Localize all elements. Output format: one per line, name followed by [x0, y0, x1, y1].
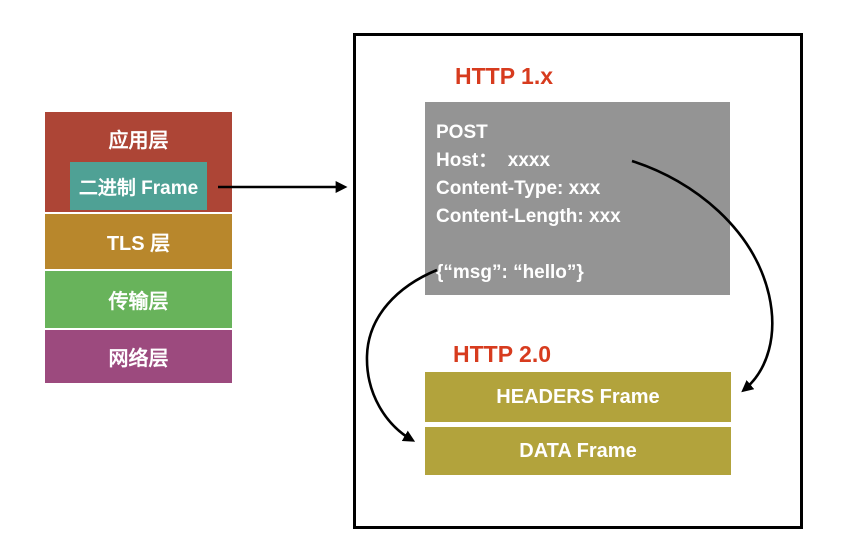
http2-title: HTTP 2.0: [453, 341, 551, 367]
headers-frame-box: HEADERS Frame: [425, 372, 731, 422]
http-comparison-panel: HTTP 1.x POST Host： xxxx Content-Type: x…: [353, 33, 803, 529]
http1-request-box: POST Host： xxxx Content-Type: xxx Conten…: [425, 102, 730, 295]
layer-tls: TLS 层: [45, 214, 232, 269]
layer-binary-frame: 二进制 Frame: [70, 162, 207, 210]
http1-line-blank: [436, 231, 730, 259]
headers-frame-label: HEADERS Frame: [496, 385, 660, 408]
layer-application: 应用层 二进制 Frame: [45, 112, 232, 212]
http1-line-body: {“msg”: “hello”}: [436, 262, 584, 283]
layer-network-label: 网络层: [108, 348, 169, 370]
layer-transport-label: 传输层: [108, 291, 169, 313]
http1-title: HTTP 1.x: [455, 63, 553, 89]
layer-network: 网络层: [45, 330, 232, 383]
http1-line-method: POST: [436, 122, 488, 143]
http1-line-content-type: Content-Type: xxx: [436, 178, 601, 199]
layer-tls-label: TLS 层: [106, 233, 171, 255]
data-frame-box: DATA Frame: [425, 427, 731, 475]
protocol-stack: 应用层 二进制 Frame TLS 层 传输层 网络层: [45, 112, 232, 383]
layer-application-label: 应用层: [108, 130, 169, 152]
data-frame-label: DATA Frame: [519, 439, 637, 462]
layer-transport: 传输层: [45, 271, 232, 328]
http1-line-host: Host： xxxx: [436, 150, 551, 171]
http1-line-content-length: Content-Length: xxx: [436, 206, 621, 227]
layer-binary-frame-label: 二进制 Frame: [78, 177, 199, 199]
